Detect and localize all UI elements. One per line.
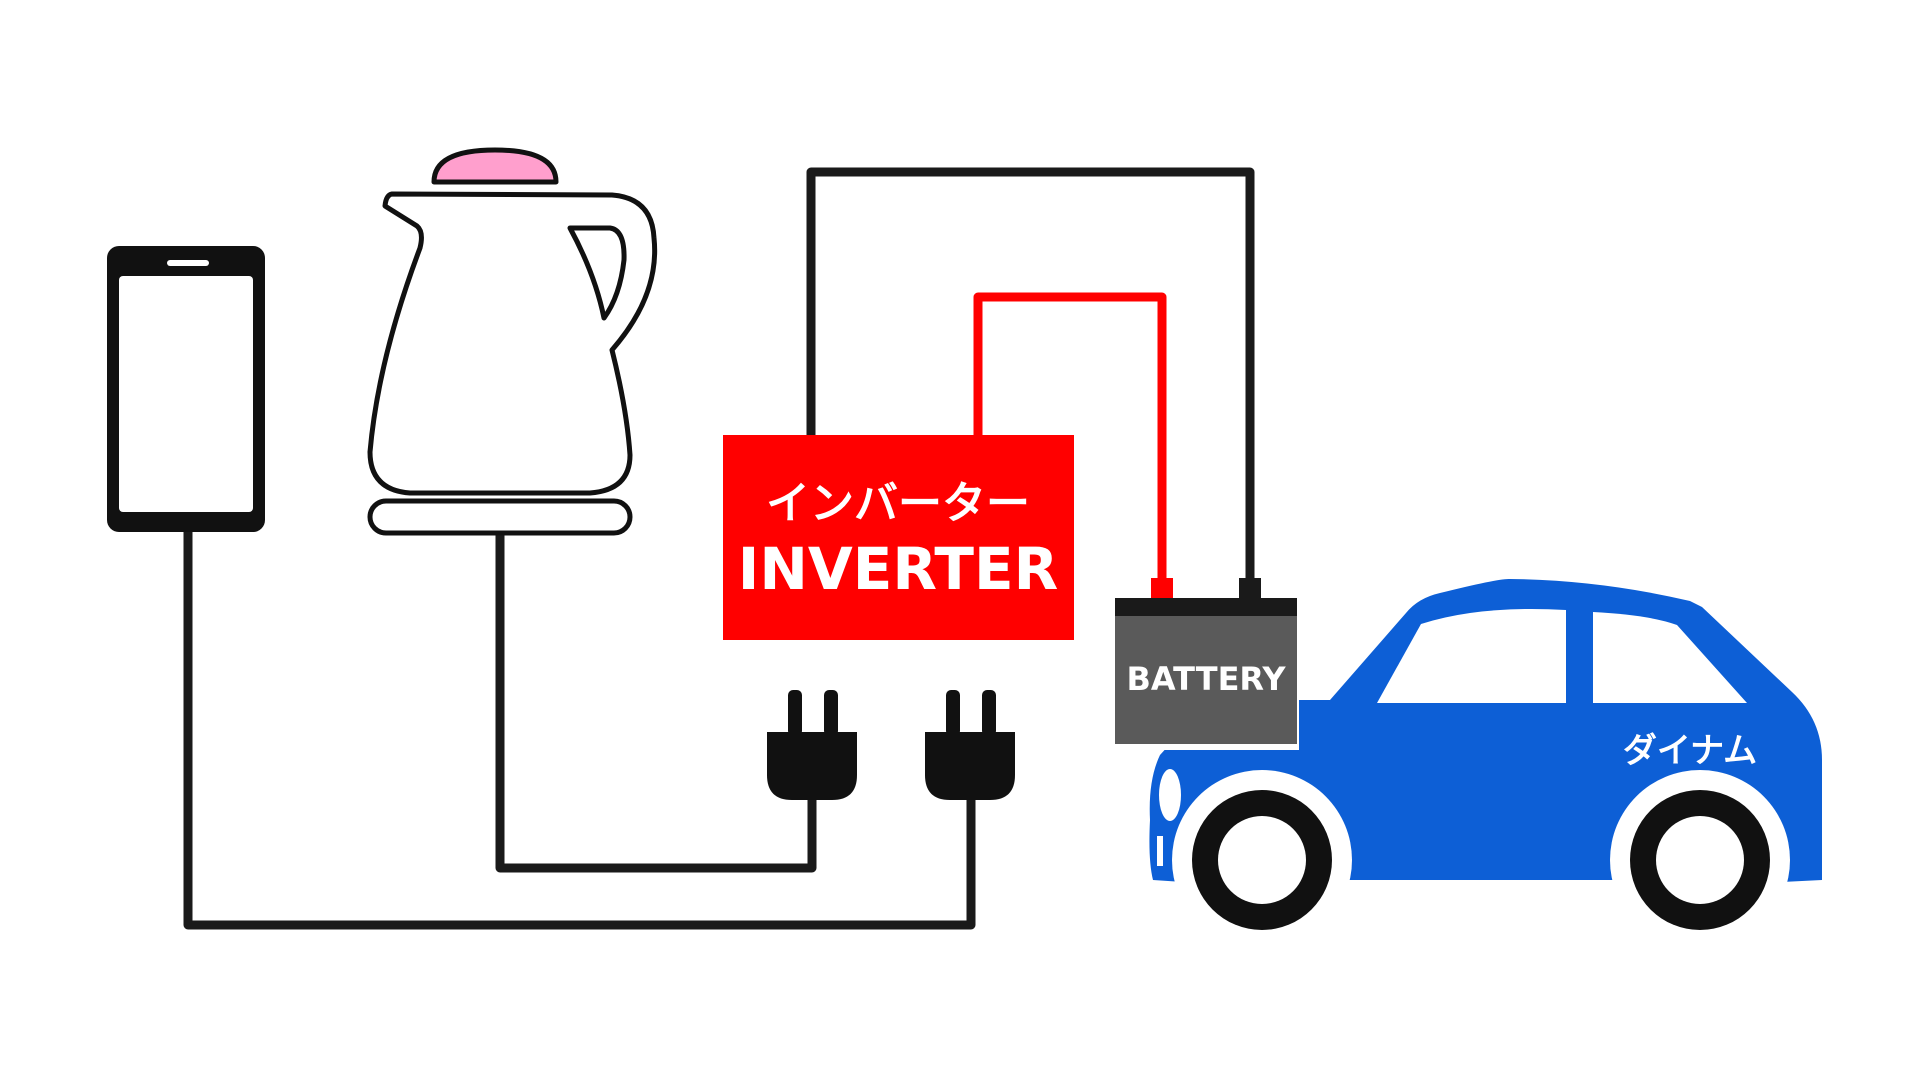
kettle-base	[367, 498, 633, 536]
plug-kettle	[767, 690, 857, 800]
inverter: インバーター INVERTER	[723, 435, 1074, 640]
wires	[183, 167, 1255, 930]
kettle-cord	[495, 528, 817, 873]
battery-top	[1115, 598, 1297, 616]
electric-kettle-icon	[367, 147, 658, 536]
battery: BATTERY	[1109, 578, 1299, 750]
car-window-rear	[1593, 612, 1747, 703]
inverter-label-en: INVERTER	[738, 535, 1059, 603]
kettle-body	[367, 191, 658, 496]
negative-wire	[806, 167, 1255, 583]
battery-positive-terminal	[1151, 578, 1173, 598]
car-wheel-rear	[1610, 770, 1790, 950]
inverter-label-jp: インバーター	[766, 478, 1030, 529]
car-brand-label: ダイナム	[1623, 731, 1757, 771]
car-headlight	[1159, 769, 1181, 821]
battery-body	[1115, 616, 1297, 744]
car-marker-light	[1157, 836, 1163, 866]
phone-cord	[183, 525, 976, 930]
positive-wire	[973, 292, 1167, 583]
car-icon: ダイナム	[1149, 578, 1822, 950]
smartphone-icon	[107, 246, 265, 532]
car-window-front	[1377, 608, 1566, 703]
plug-phone	[925, 690, 1015, 800]
inverter-box	[723, 435, 1074, 640]
kettle-handle-opening	[567, 225, 627, 321]
car-wheel-front	[1172, 770, 1352, 950]
battery-negative-terminal	[1239, 578, 1261, 598]
power-plug-icon	[767, 690, 1015, 800]
battery-label: BATTERY	[1127, 660, 1287, 698]
kettle-lid-icon	[431, 147, 559, 185]
